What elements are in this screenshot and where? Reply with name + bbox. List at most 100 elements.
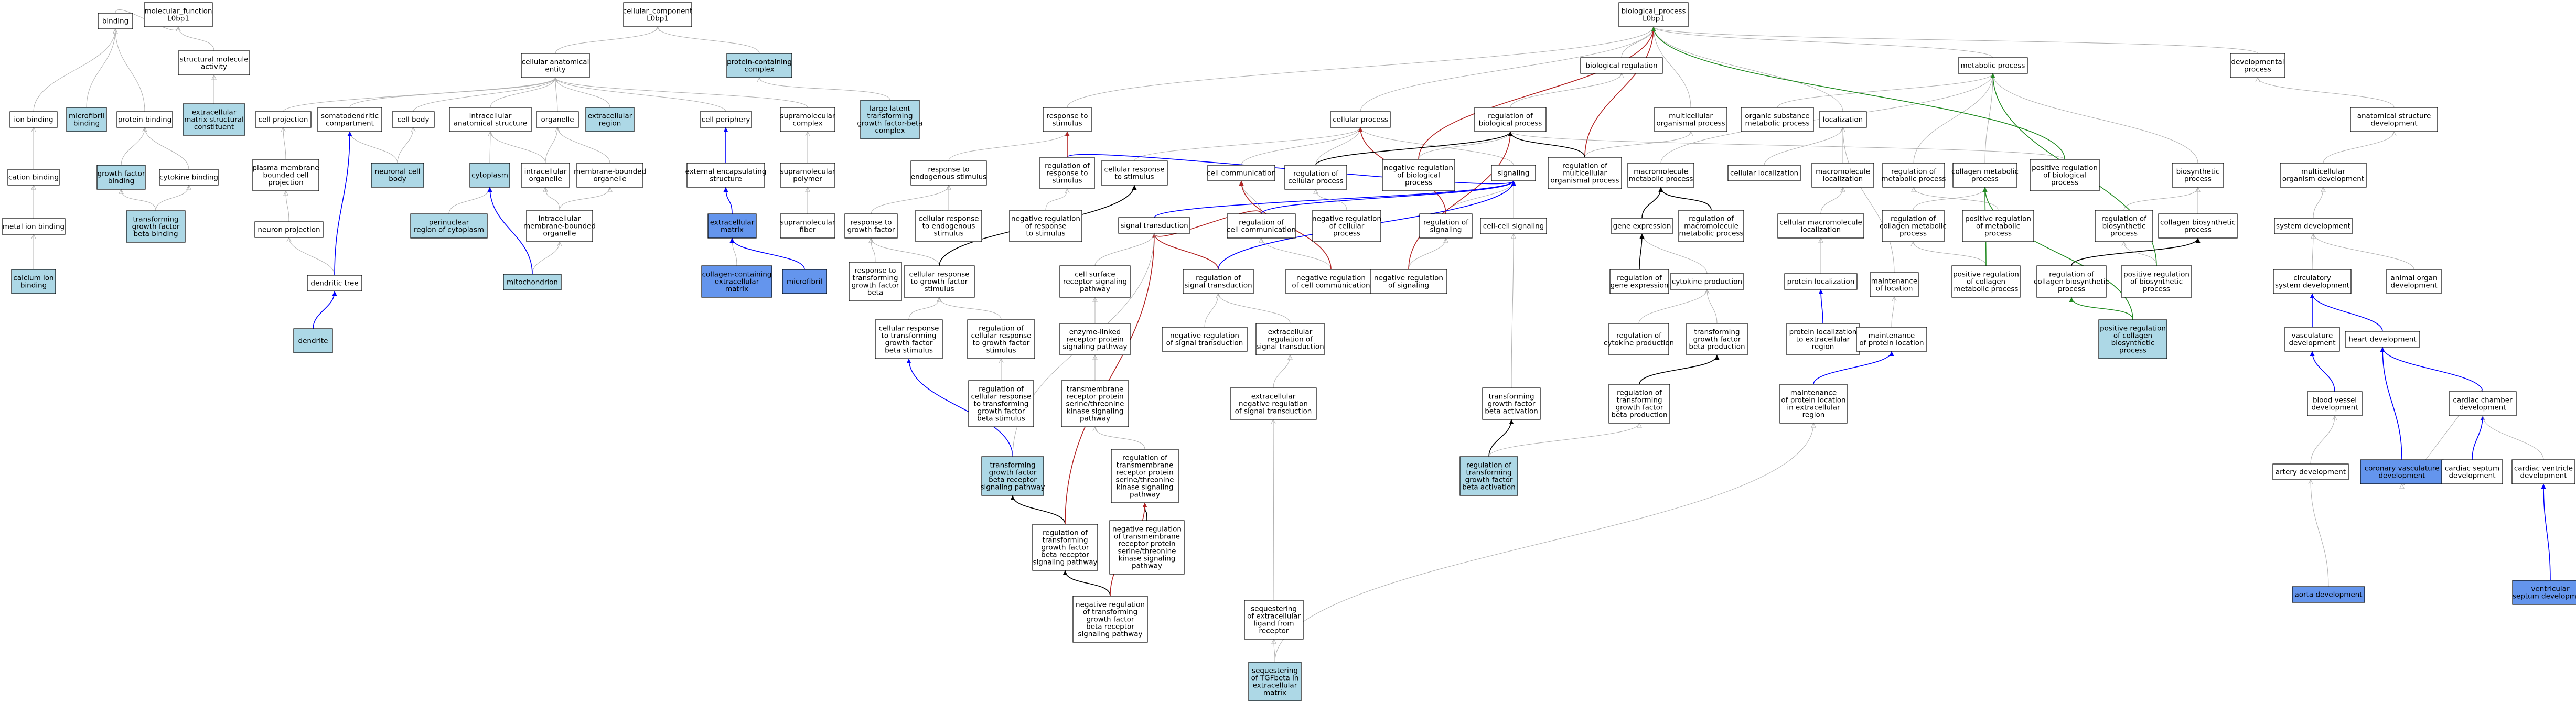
term-node-ionb[interactable]: ion binding xyxy=(9,111,58,128)
term-node-ccsig[interactable]: cell-cell signaling xyxy=(1480,218,1547,234)
term-node-organelle[interactable]: organelle xyxy=(536,111,579,128)
term-node-ccomm[interactable]: cell communication xyxy=(1207,165,1276,181)
term-node-mfib[interactable]: microfibril xyxy=(782,269,827,294)
term-node-cproj[interactable]: cell projection xyxy=(255,111,312,128)
term-node-local[interactable]: localization xyxy=(1819,111,1867,128)
term-node-dtree[interactable]: dendritic tree xyxy=(307,275,362,291)
term-node-metp[interactable]: metabolic process xyxy=(1958,57,2028,74)
term-node-aortad[interactable]: aorta development xyxy=(2292,586,2365,603)
term-node-catb[interactable]: cation binding xyxy=(7,169,60,186)
term-node-cytprod[interactable]: cytokine production xyxy=(1670,273,1744,290)
term-node-sigtr[interactable]: signal transduction xyxy=(1118,217,1190,234)
term-node-genex[interactable]: gene expression xyxy=(1611,218,1673,234)
term-node-protb[interactable]: protein binding xyxy=(116,111,173,128)
term-node-cperi[interactable]: cell periphery xyxy=(700,111,752,128)
term-node-cytb[interactable]: cytokine binding xyxy=(159,169,219,186)
term-node-mito[interactable]: mitochondrion xyxy=(503,274,562,290)
term-node-dend[interactable]: dendrite xyxy=(293,328,333,353)
term-node-cellp[interactable]: cellular process xyxy=(1330,111,1391,128)
